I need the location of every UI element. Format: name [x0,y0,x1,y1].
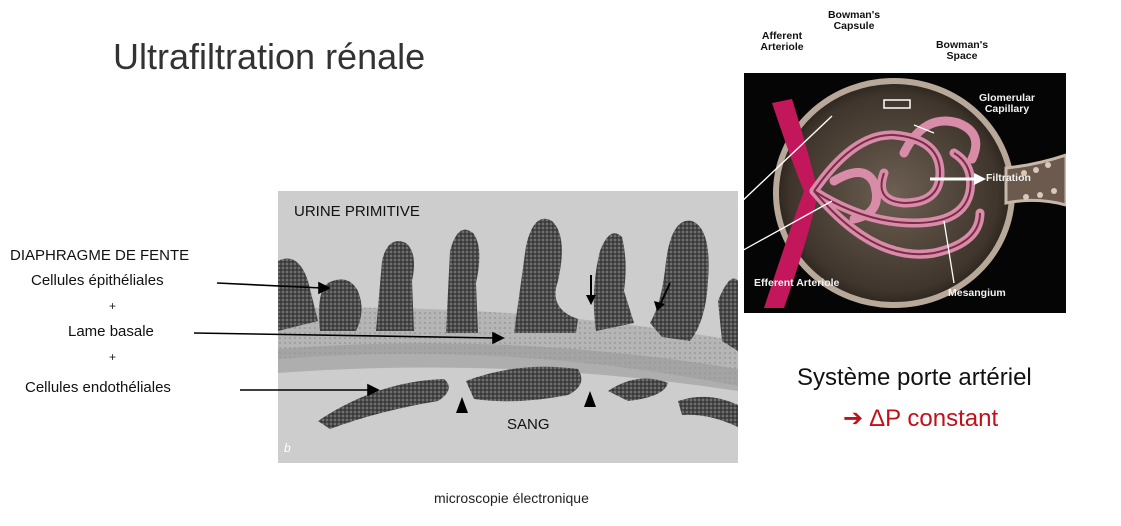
slide-title: Ultrafiltration rénale [113,36,425,78]
electron-micrograph: URINE PRIMITIVE SANG b [278,191,738,463]
filtration-label: Filtration [986,173,1031,184]
glomerulus-illustration: Efferent Arteriole Mesangium Filtration … [744,73,1066,313]
delta-p-label: ΔP constant [869,405,998,432]
plus-sign: + [109,350,116,364]
right-arrow-icon: ➔ [843,405,863,432]
endotheliales-label: Cellules endothéliales [25,379,171,396]
delta-p-text: ➔ΔP constant [843,404,998,433]
bowmans-space-label: Bowman's Space [924,40,1000,62]
afferent-arteriole-label: Afferent Arteriole [749,31,815,53]
glomerular-capillary-label: Glomerular Capillary [972,93,1042,115]
sang-label: SANG [507,416,550,433]
panel-letter: b [284,441,291,455]
diaphragme-label: DIAPHRAGME DE FENTE [10,247,189,264]
mesangium-label: Mesangium [948,288,1006,299]
bowmans-capsule-label: Bowman's Capsule [814,10,894,32]
caption: microscopie électronique [434,490,589,506]
systeme-porte-text: Système porte artériel [797,364,1032,392]
lame-basale-label: Lame basale [68,323,154,340]
urine-primitive-label: URINE PRIMITIVE [294,203,420,220]
efferent-arteriole-label: Efferent Arteriole [754,278,839,289]
plus-sign: + [109,299,116,313]
epitheliales-label: Cellules épithéliales [31,272,164,289]
